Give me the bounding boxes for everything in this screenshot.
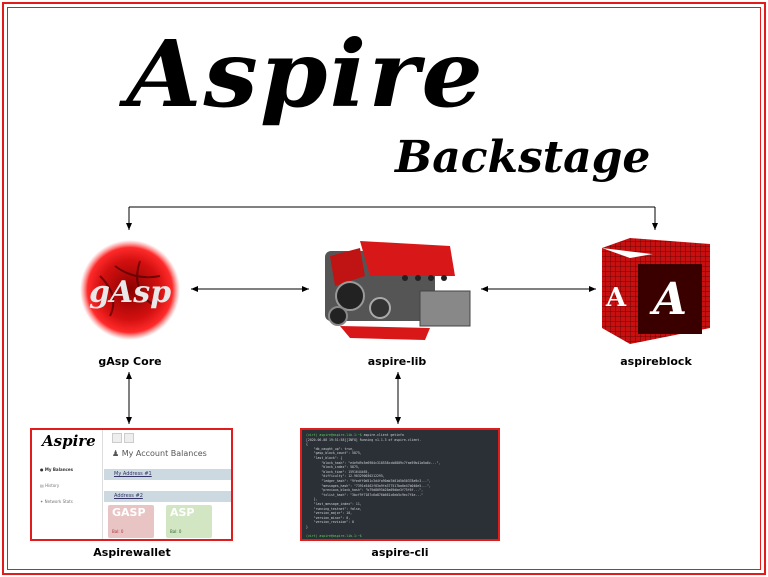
settings-button[interactable]	[124, 433, 134, 443]
terminal-output: (virt) aspire@aspire-lib-1:~$ aspire-cli…	[306, 433, 441, 539]
wallet-main: ♟ My Account Balances My Address #1 Addr…	[104, 430, 231, 539]
terminal-line: "ledger_hash": "9fedff0d51c3d4fa90ab7d01…	[321, 478, 431, 483]
address-1[interactable]: My Address #1	[104, 469, 231, 480]
terminal-line: "gasp_block_count": 5875,	[313, 451, 362, 456]
terminal-line: "last_block": {	[313, 455, 343, 460]
terminal-line: "txlist_hash": "3bcf9f7187c6a876b661c6eb…	[321, 492, 424, 497]
aspire-cli-label: aspire-cli	[371, 546, 429, 559]
terminal-line: "version_revision": 0	[313, 520, 354, 525]
terminal-line: "block_index": 5875,	[321, 465, 360, 470]
cube-icon: A A	[602, 238, 710, 344]
inner-frame	[7, 7, 761, 570]
terminal-line: "previous_block_hash": "b79d8095b26a69db…	[321, 488, 424, 493]
terminal-line: {	[306, 442, 308, 447]
gasp-core-label: gAsp Core	[98, 355, 162, 368]
terminal-line: "messages_hash": "7391e5462f83a9fa377517…	[321, 483, 431, 488]
wallet-header: ♟ My Account Balances	[112, 449, 207, 458]
gasp-orb-icon: gAsp	[80, 240, 180, 340]
nav-history[interactable]: ▤ History	[40, 483, 60, 488]
wallet-sidebar: Aspire ● My Balances ▤ History ✦ Network…	[32, 430, 103, 539]
terminal-line: "last_message_index": 11,	[313, 501, 362, 506]
terminal-line: "running_testnet": false,	[313, 506, 362, 511]
terminal-line: },	[313, 497, 318, 502]
gasp-core-node: gAsp	[80, 236, 180, 346]
wallet-logo: Aspire	[42, 432, 96, 450]
subtitle-backstage: Backstage	[395, 132, 651, 183]
aspireblock-node: A A	[600, 236, 712, 348]
nav-my-balances[interactable]: ● My Balances	[40, 467, 74, 472]
terminal-line: "version_major": 10,	[313, 511, 353, 516]
engine-icon	[325, 241, 471, 340]
svg-text:A: A	[649, 274, 687, 325]
terminal-line: "difficulty": 12.903290030212295,	[321, 474, 385, 479]
terminal-line: "db_caught_up": true,	[313, 446, 354, 451]
svg-text:A: A	[605, 283, 627, 313]
aspireblock-label: aspireblock	[620, 355, 692, 368]
aspirewallet-screenshot: Aspire ● My Balances ▤ History ✦ Network…	[30, 428, 233, 541]
terminal-line: "block_time": 1591644465,	[321, 469, 370, 474]
aspire-lib-label: aspire-lib	[367, 355, 427, 368]
aspire-lib-node	[310, 236, 480, 346]
title-aspire: Aspire	[126, 20, 486, 128]
aspirewallet-label: Aspirewallet	[93, 546, 171, 559]
gasp-card: GASP Bal: 0	[108, 505, 154, 538]
terminal-line: "block_hash": "e4e9d9c5e6904c318538ccb08…	[321, 460, 441, 465]
svg-text:gAsp: gAsp	[89, 275, 171, 310]
nav-network-stats[interactable]: ✦ Network Stats	[40, 499, 73, 504]
asp-card: ASP Bal: 0	[166, 505, 212, 538]
check-button[interactable]	[112, 433, 122, 443]
terminal-line: [2020-06-08 19:51:58][INFO] Running v1.1…	[306, 437, 422, 442]
aspire-cli-screenshot: (virt) aspire@aspire-lib-1:~$ aspire-cli…	[300, 428, 500, 541]
address-2[interactable]: Address #2	[104, 491, 231, 502]
terminal-line: }	[306, 524, 308, 529]
terminal-line: "version_minor": 0,	[313, 515, 351, 520]
